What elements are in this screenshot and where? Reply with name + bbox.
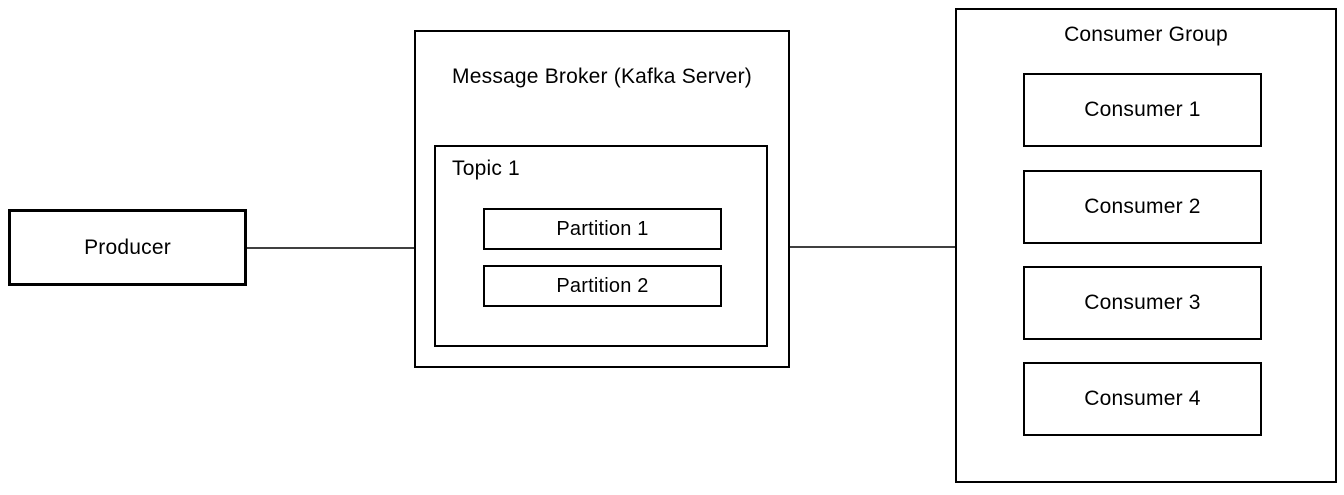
topic-label: Topic 1 bbox=[452, 157, 520, 180]
consumer-1-box: Consumer 1 bbox=[1023, 73, 1262, 147]
topic-box: Topic 1 Partition 1 Partition 2 bbox=[434, 145, 768, 347]
producer-to-broker-arrow bbox=[247, 241, 438, 255]
partition-2-label: Partition 2 bbox=[556, 274, 649, 297]
partition-1-box: Partition 1 bbox=[483, 208, 722, 250]
consumer-3-box: Consumer 3 bbox=[1023, 266, 1262, 340]
partition-2-box: Partition 2 bbox=[483, 265, 722, 307]
consumer-1-label: Consumer 1 bbox=[1084, 98, 1201, 121]
consumer-4-box: Consumer 4 bbox=[1023, 362, 1262, 436]
consumer-group-title: Consumer Group bbox=[1064, 23, 1228, 46]
consumer-group-to-broker-arrow bbox=[770, 240, 955, 254]
consumer-3-label: Consumer 3 bbox=[1084, 291, 1201, 314]
consumer-2-label: Consumer 2 bbox=[1084, 195, 1201, 218]
consumer-4-label: Consumer 4 bbox=[1084, 387, 1201, 410]
consumer-group-box: Consumer Group Consumer 1 Consumer 2 Con… bbox=[955, 8, 1337, 483]
broker-title: Message Broker (Kafka Server) bbox=[452, 65, 752, 88]
consumer-2-box: Consumer 2 bbox=[1023, 170, 1262, 244]
producer-box: Producer bbox=[8, 209, 247, 286]
broker-box: Message Broker (Kafka Server) Topic 1 Pa… bbox=[414, 30, 790, 368]
partition-1-label: Partition 1 bbox=[556, 217, 649, 240]
producer-label: Producer bbox=[84, 235, 171, 259]
